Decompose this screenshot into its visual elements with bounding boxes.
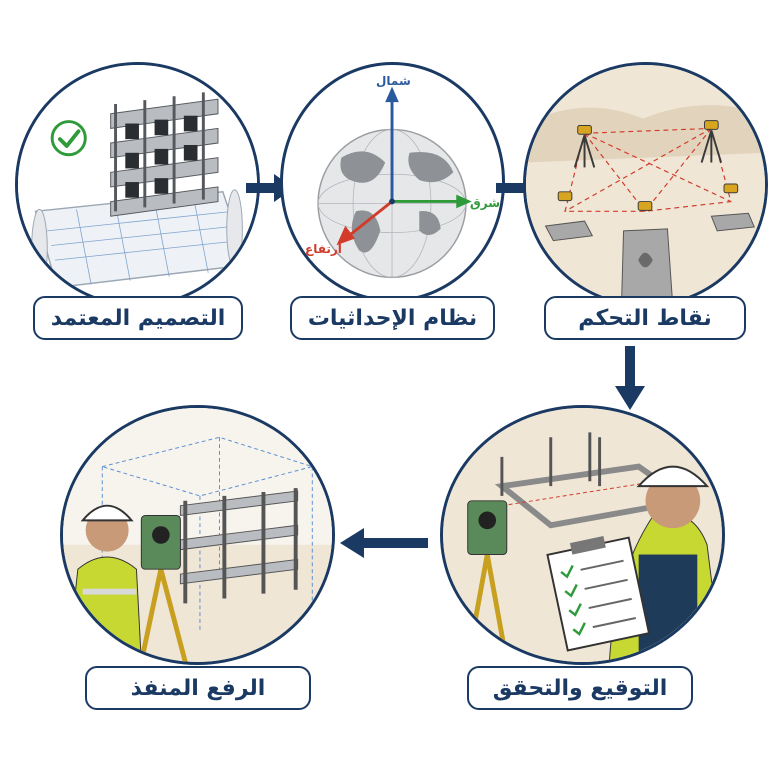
step-label-stakeout-verification: التوقيع والتحقق [467, 666, 693, 710]
total-station-building-illustration [63, 408, 332, 662]
step-coordinate-system-illustration [280, 62, 505, 302]
up-axis [348, 200, 393, 237]
survey-control-network-illustration [526, 65, 765, 304]
checkmark-icon [50, 120, 87, 157]
step-control-points-illustration [523, 62, 768, 307]
axis-label-north: شمال [376, 74, 411, 88]
step-label-as-built-survey: الرفع المنفذ [85, 666, 311, 710]
axis-label-up: ارتفاع [305, 242, 342, 256]
arrow-left-icon [340, 528, 428, 558]
step-approved-design-illustration [15, 62, 260, 307]
arrow-down-icon [615, 346, 645, 410]
blueprint-building-illustration [18, 65, 257, 304]
surveyor-checklist-illustration [443, 408, 722, 662]
step-label-approved-design: التصميم المعتمد [33, 296, 243, 340]
step-stakeout-verification-illustration [440, 405, 725, 665]
step-label-coordinate-system: نظام الإحداثيات [290, 296, 495, 340]
step-as-built-survey-illustration [60, 405, 335, 665]
axis-label-east: شرق [470, 196, 500, 210]
step-label-control-points: نقاط التحكم [544, 296, 746, 340]
globe-axes-illustration [317, 86, 472, 279]
